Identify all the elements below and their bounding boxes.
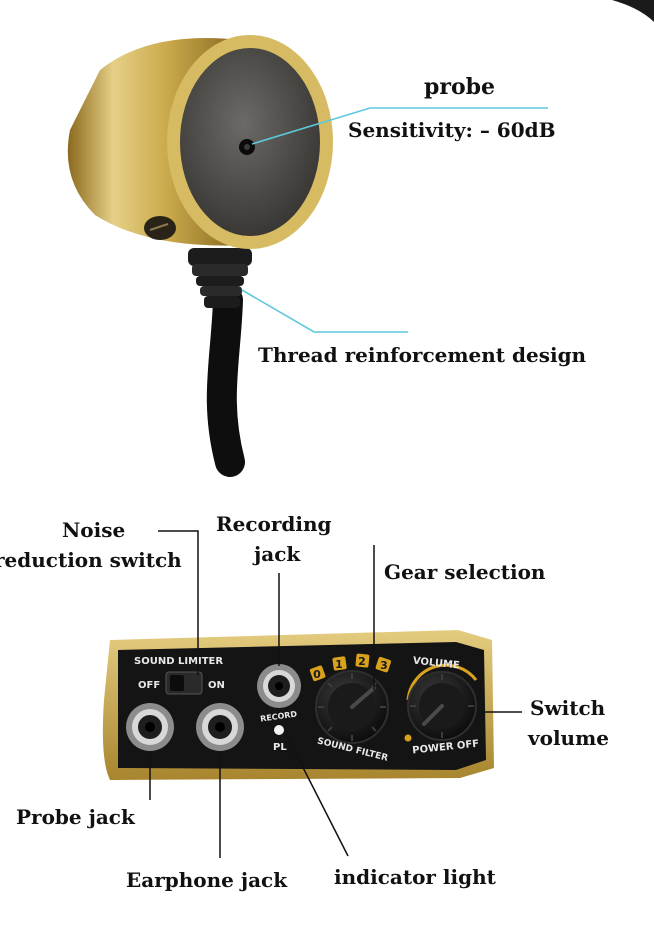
volume-knob bbox=[404, 663, 478, 742]
noise-reduction-switch bbox=[165, 671, 203, 695]
recording-jack bbox=[257, 664, 301, 708]
volume-text: VOLUME bbox=[412, 656, 460, 672]
probe-cable bbox=[206, 285, 245, 477]
on-text: ON bbox=[208, 680, 225, 691]
sound-filter-knob bbox=[315, 670, 389, 744]
sound-limiter-text: SOUND LIMITER bbox=[134, 656, 223, 667]
switch-label-line2: volume bbox=[528, 726, 609, 750]
probe-device bbox=[67, 35, 333, 477]
side-screw bbox=[144, 216, 176, 240]
power-dot bbox=[404, 734, 412, 742]
probe-jack-label: Probe jack bbox=[16, 805, 135, 829]
earphone-jack bbox=[196, 703, 244, 751]
gear-0-label: 0 bbox=[313, 668, 321, 681]
sensitivity-label: Sensitivity: – 60dB bbox=[348, 118, 556, 142]
earphone-jack-label: Earphone jack bbox=[126, 868, 288, 892]
control-panel: 0 1 2 3 SOUND LIMITER OFF ON R bbox=[102, 630, 494, 780]
recording-label-line1: Recording bbox=[216, 512, 332, 536]
noise-label-line2: reduction switch bbox=[0, 548, 182, 572]
recording-label-line2: jack bbox=[254, 542, 301, 566]
thread-leader-line bbox=[241, 289, 408, 333]
off-text: OFF bbox=[138, 680, 160, 691]
noise-label-line1: Noise bbox=[62, 518, 126, 542]
noise-leader-line bbox=[158, 530, 199, 675]
probe-leader-line bbox=[251, 107, 548, 145]
probe-jack bbox=[126, 703, 174, 751]
thread-label: Thread reinforcement design bbox=[258, 343, 587, 367]
cable-corner bbox=[612, 0, 654, 22]
indicator-leader-line bbox=[285, 733, 349, 857]
strain-relief bbox=[188, 248, 252, 308]
gear-1-label: 1 bbox=[335, 658, 343, 671]
indicator-light-led bbox=[274, 725, 284, 735]
probe-label: probe bbox=[424, 74, 496, 100]
switch-label-line1: Switch bbox=[530, 696, 606, 720]
gear-label: Gear selection bbox=[384, 560, 546, 584]
gear-2-label: 2 bbox=[358, 655, 366, 668]
gear-3-label: 3 bbox=[380, 659, 388, 672]
pl-text: PL bbox=[273, 742, 287, 753]
gear-position-badges: 0 1 2 3 bbox=[309, 653, 391, 682]
indicator-light-label: indicator light bbox=[334, 865, 496, 889]
